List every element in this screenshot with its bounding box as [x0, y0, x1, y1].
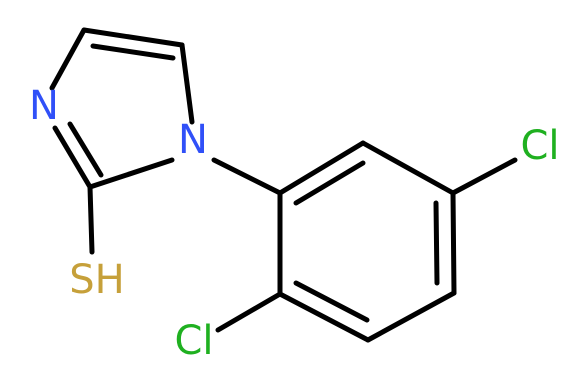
bond-n3-c2-inner [67, 121, 104, 178]
bond-c1-c2prime [277, 140, 366, 196]
bond-c4-c5-inner [90, 43, 176, 61]
bond-c3-c4prime-inner [433, 200, 440, 286]
atom-sh-label: SH [69, 257, 124, 303]
bond-c4-c5 [81, 27, 185, 48]
bond-c3-c4prime [450, 190, 457, 296]
atom-cl-top-label: Cl [520, 123, 559, 169]
bond-c3-cl [450, 157, 518, 196]
bonds [49, 27, 518, 343]
bond-c6-cl [215, 291, 283, 333]
atom-n3-label: N [29, 83, 59, 129]
bond-c4-n3 [49, 27, 87, 91]
bond-c2-s [87, 184, 95, 255]
bond-c2-c3prime [360, 140, 456, 196]
atom-labels: N N SH Cl Cl [29, 83, 559, 364]
bond-c4-c5prime [365, 290, 457, 343]
bond-c5-n1 [179, 42, 195, 125]
atom-n1-label: N [178, 117, 208, 163]
atom-cl-bottom-label: Cl [174, 318, 213, 364]
bond-n3-c2 [52, 125, 93, 190]
bond-c1-c2prime-inner [293, 160, 366, 206]
bond-c2-n1 [87, 157, 175, 190]
bond-n1-c1prime [211, 157, 283, 196]
bond-c5-c6prime-inner [293, 280, 370, 323]
bond-c5-c6prime [277, 291, 371, 343]
